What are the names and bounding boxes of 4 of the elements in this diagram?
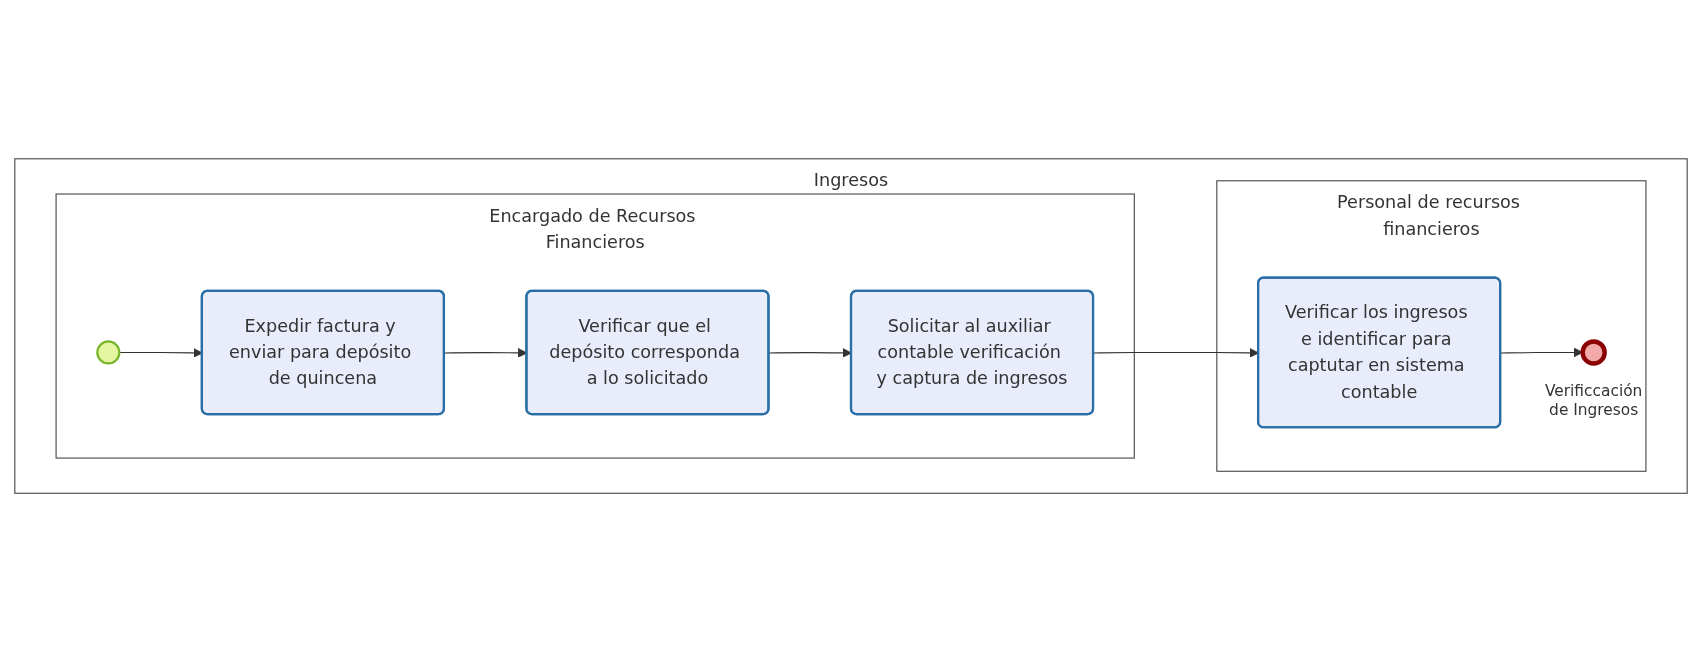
node-circle <box>1580 339 1607 367</box>
node-circle <box>96 340 121 365</box>
arrow <box>768 348 852 359</box>
event-caption: Verificcación de Ingresos <box>1545 382 1643 420</box>
